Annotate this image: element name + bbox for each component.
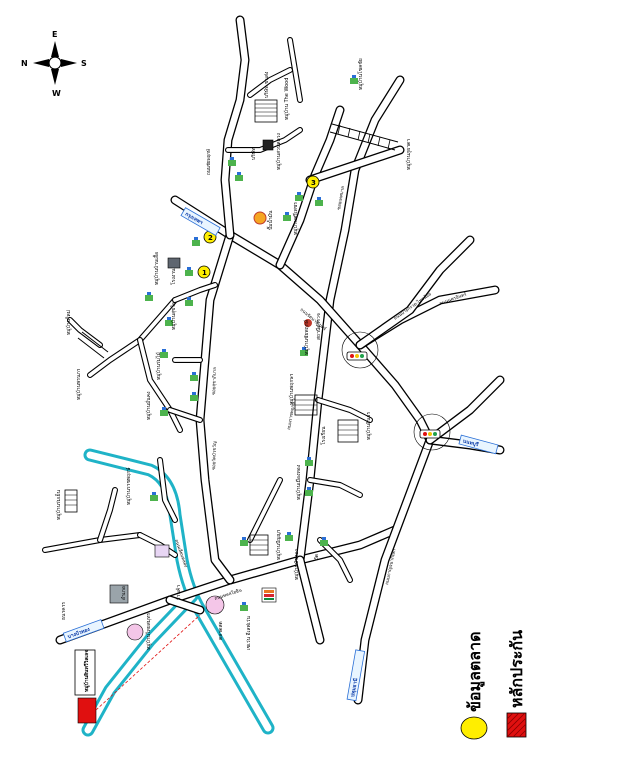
village-icon [190,392,198,401]
village-icon [350,75,358,84]
label-village-left-2: หมู่บ้านสุขใจ [170,302,177,330]
label-village-far-left: หมู่บ้านใหม่ [65,310,72,335]
landmarks [126,211,312,641]
market-badge-1: 1 [197,265,211,279]
label-mall-center: ร้านค้า [175,585,182,601]
police-icon [304,319,312,327]
road-label-10: ถนนชัยพฤกษ์ [205,149,212,175]
target-box-label: หมู่บ้านสินทวีวิลเลจ [83,650,91,692]
direction-sign-bottom-mid: ปทุมธานี [346,649,366,702]
label-ptt: ปั๊มน้ำมัน [265,210,274,230]
village-icon [165,317,173,326]
svg-text:3: 3 [311,179,316,187]
label-market-map: ตลาดสด [218,621,224,640]
label-village-left-5: หมู่บ้านพรนภา [75,368,82,400]
label-village-center: หมู่บ้านศรีเพชร [292,202,299,235]
label-village-lower-2: หมู่บ้านบัวทอง [293,549,300,580]
direction-sign-right-mid: นนทบุรี [458,434,499,455]
village-icon [190,372,198,381]
seven-eleven-icon [261,587,277,603]
collateral-target: หมู่บ้านสินทวีวิลเลจ [74,614,201,724]
label-district: อำเภอ [121,586,127,600]
label-village-left-1: หมู่บ้านบ้านเอื้อ [151,252,160,285]
village-icon [150,492,158,501]
village-icon [235,172,243,181]
traffic-light-icon [346,351,368,361]
place-labels: หมู่บ้านโชคชัย หมู่บ้าน The Wood บริษัท … [54,58,412,650]
legend-market-label: ข้อมูลตลาด [465,632,486,712]
village-icon [160,349,168,358]
label-police: สถานีตำรวจ [315,313,322,340]
compass-east: E [52,30,57,39]
village-icon [320,537,328,546]
road-label-2: ถนนราชพฤกษ์ [285,401,297,430]
village-icon [305,457,313,466]
village-icon [315,197,323,206]
building-blocks [64,99,359,604]
temple-icon [126,623,144,641]
label-bottom-village: หมู่บ้านไทยสมุทร [145,613,152,650]
label-factory: บริษัท ขนส่ง [263,71,270,98]
label-village-lower-1: หมู่บ้านปัญญา [275,529,282,560]
village-icon [285,532,293,541]
svg-text:นนทบุรี: นนทบุรี [462,437,480,448]
village-icon [240,602,248,611]
compass-rose: E W N S [21,30,87,98]
svg-text:ปทุมธานี: ปทุมธานี [349,677,359,698]
village-icon [185,267,193,276]
market-badge-3: 3 [306,175,320,189]
label-factory2: หมู่บ้านสวนหลวง [275,133,282,170]
label-village-mid-4: หมู่บ้านเมืองทอง [295,464,302,500]
label-village-bimbo: หมู่บ้าน The Wood [283,78,290,120]
village-icon [145,292,153,301]
ptt-icon [253,211,267,225]
store-icon [154,544,170,558]
legend: ข้อมูลตลาด หลักประกัน [460,630,527,740]
village-icon [192,237,200,246]
market-place-icon [205,595,225,615]
label-bank: ธนาคาร [61,602,67,620]
traffic-light-icon [419,429,441,439]
road-label-11: ซอยเทศบาล [336,186,346,211]
direction-sign-bottom-left: บางบัวทอง [62,619,105,643]
label-village-left-3: หมู่บ้านร่มไม้ [155,352,162,380]
compass-south: S [81,59,87,68]
village-icon [300,347,308,356]
svg-text:1: 1 [202,269,207,277]
village-icon [160,407,168,416]
label-shop: บริษัท [250,148,257,160]
label-temple: วัด [314,554,320,560]
village-icon [240,537,248,546]
traffic-lights [346,351,441,439]
village-icon [283,212,291,221]
railway-track [77,123,399,359]
road-label-4: ซอยวัดบัวขวัญ [211,441,218,470]
svg-text:2: 2 [208,234,213,242]
label-village-right-2: หมู่บ้านร่มเย็น [54,489,62,520]
village-icon [305,487,313,496]
label-village-mid-1: หมู่บ้านพฤกษา [288,373,295,405]
label-school: โรงเรียน [320,426,327,445]
label-seven-eleven: เซเว่น อีเลฟเว่น [245,616,252,650]
village-markers [145,75,358,611]
label-village-right-1: หมู่บ้านภูผาดา [405,139,412,170]
village-icon [185,297,193,306]
roundabouts [341,331,451,451]
legend-collateral-swatch [506,712,527,738]
village-icon [295,192,303,201]
label-factory3: โรงงาน [170,268,177,285]
compass-north: N [21,59,28,68]
compass-west: W [52,89,61,98]
label-village-mid-3: หมู่บ้านสินธร [365,411,372,440]
label-village-mid-2: หมู่บ้านชัยพฤกษ์ [303,319,310,355]
label-village-left-4: หมู่บ้านมั่นคง [145,391,152,420]
label-village-top-a: หมู่บ้านโชคชัย [357,58,364,90]
village-icon [228,157,236,166]
legend-market-swatch [460,716,488,740]
legend-collateral-label: หลักประกัน [507,630,526,708]
road-label-8: ซอยสุขาภิบาล [211,367,218,395]
label-village-right-3: หมู่บ้านราชพฤกษ์ [125,467,132,505]
